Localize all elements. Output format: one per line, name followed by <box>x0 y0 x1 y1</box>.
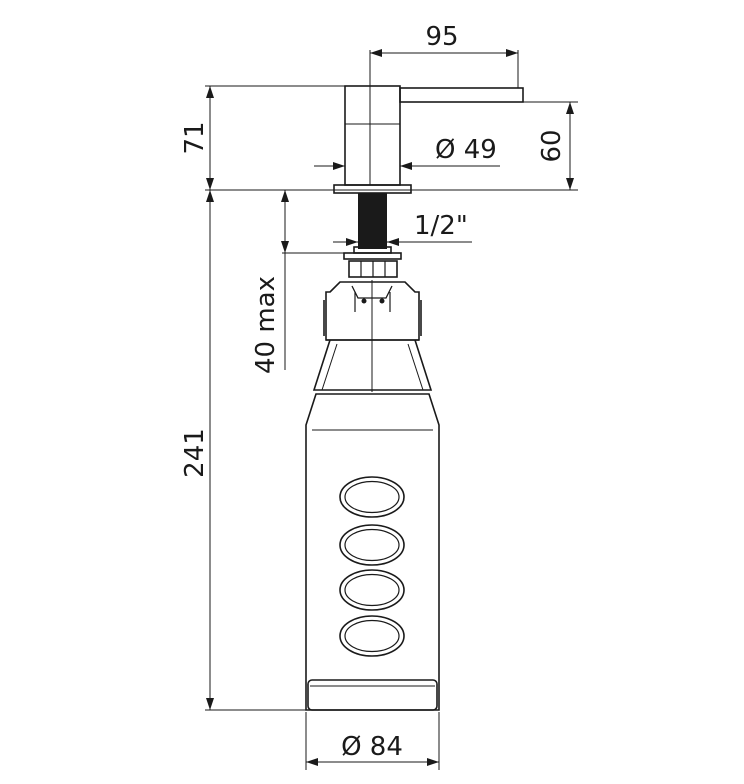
label-bottle-diameter: Ø 84 <box>341 732 403 762</box>
label-thread: 1/2" <box>414 211 468 241</box>
dimension-bottle-diameter: Ø 84 <box>306 732 439 766</box>
dimension-head-diameter: Ø 49 <box>314 135 500 170</box>
bottle-cap <box>312 280 433 392</box>
dimension-spout-height: 60 <box>537 102 574 190</box>
dimension-max-counter-thickness: 40 max <box>251 190 289 374</box>
label-spout-height: 60 <box>537 129 567 162</box>
dispenser-head <box>333 85 524 194</box>
dimension-thread: 1/2" <box>333 211 472 246</box>
label-head-height: 71 <box>180 121 210 154</box>
extension-lines <box>205 50 578 770</box>
label-spout-reach: 95 <box>425 22 458 52</box>
label-head-diameter: Ø 49 <box>435 135 497 165</box>
dimension-total-height: 241 <box>180 190 214 710</box>
dimension-spout-reach: 95 <box>370 22 518 57</box>
threaded-shank <box>343 193 402 278</box>
bottle-body <box>305 393 440 711</box>
bottle-oval-windows <box>339 476 405 657</box>
label-total-height: 241 <box>180 428 210 478</box>
label-max-counter-thickness: 40 max <box>251 276 281 374</box>
dimension-head-height: 71 <box>180 86 214 190</box>
